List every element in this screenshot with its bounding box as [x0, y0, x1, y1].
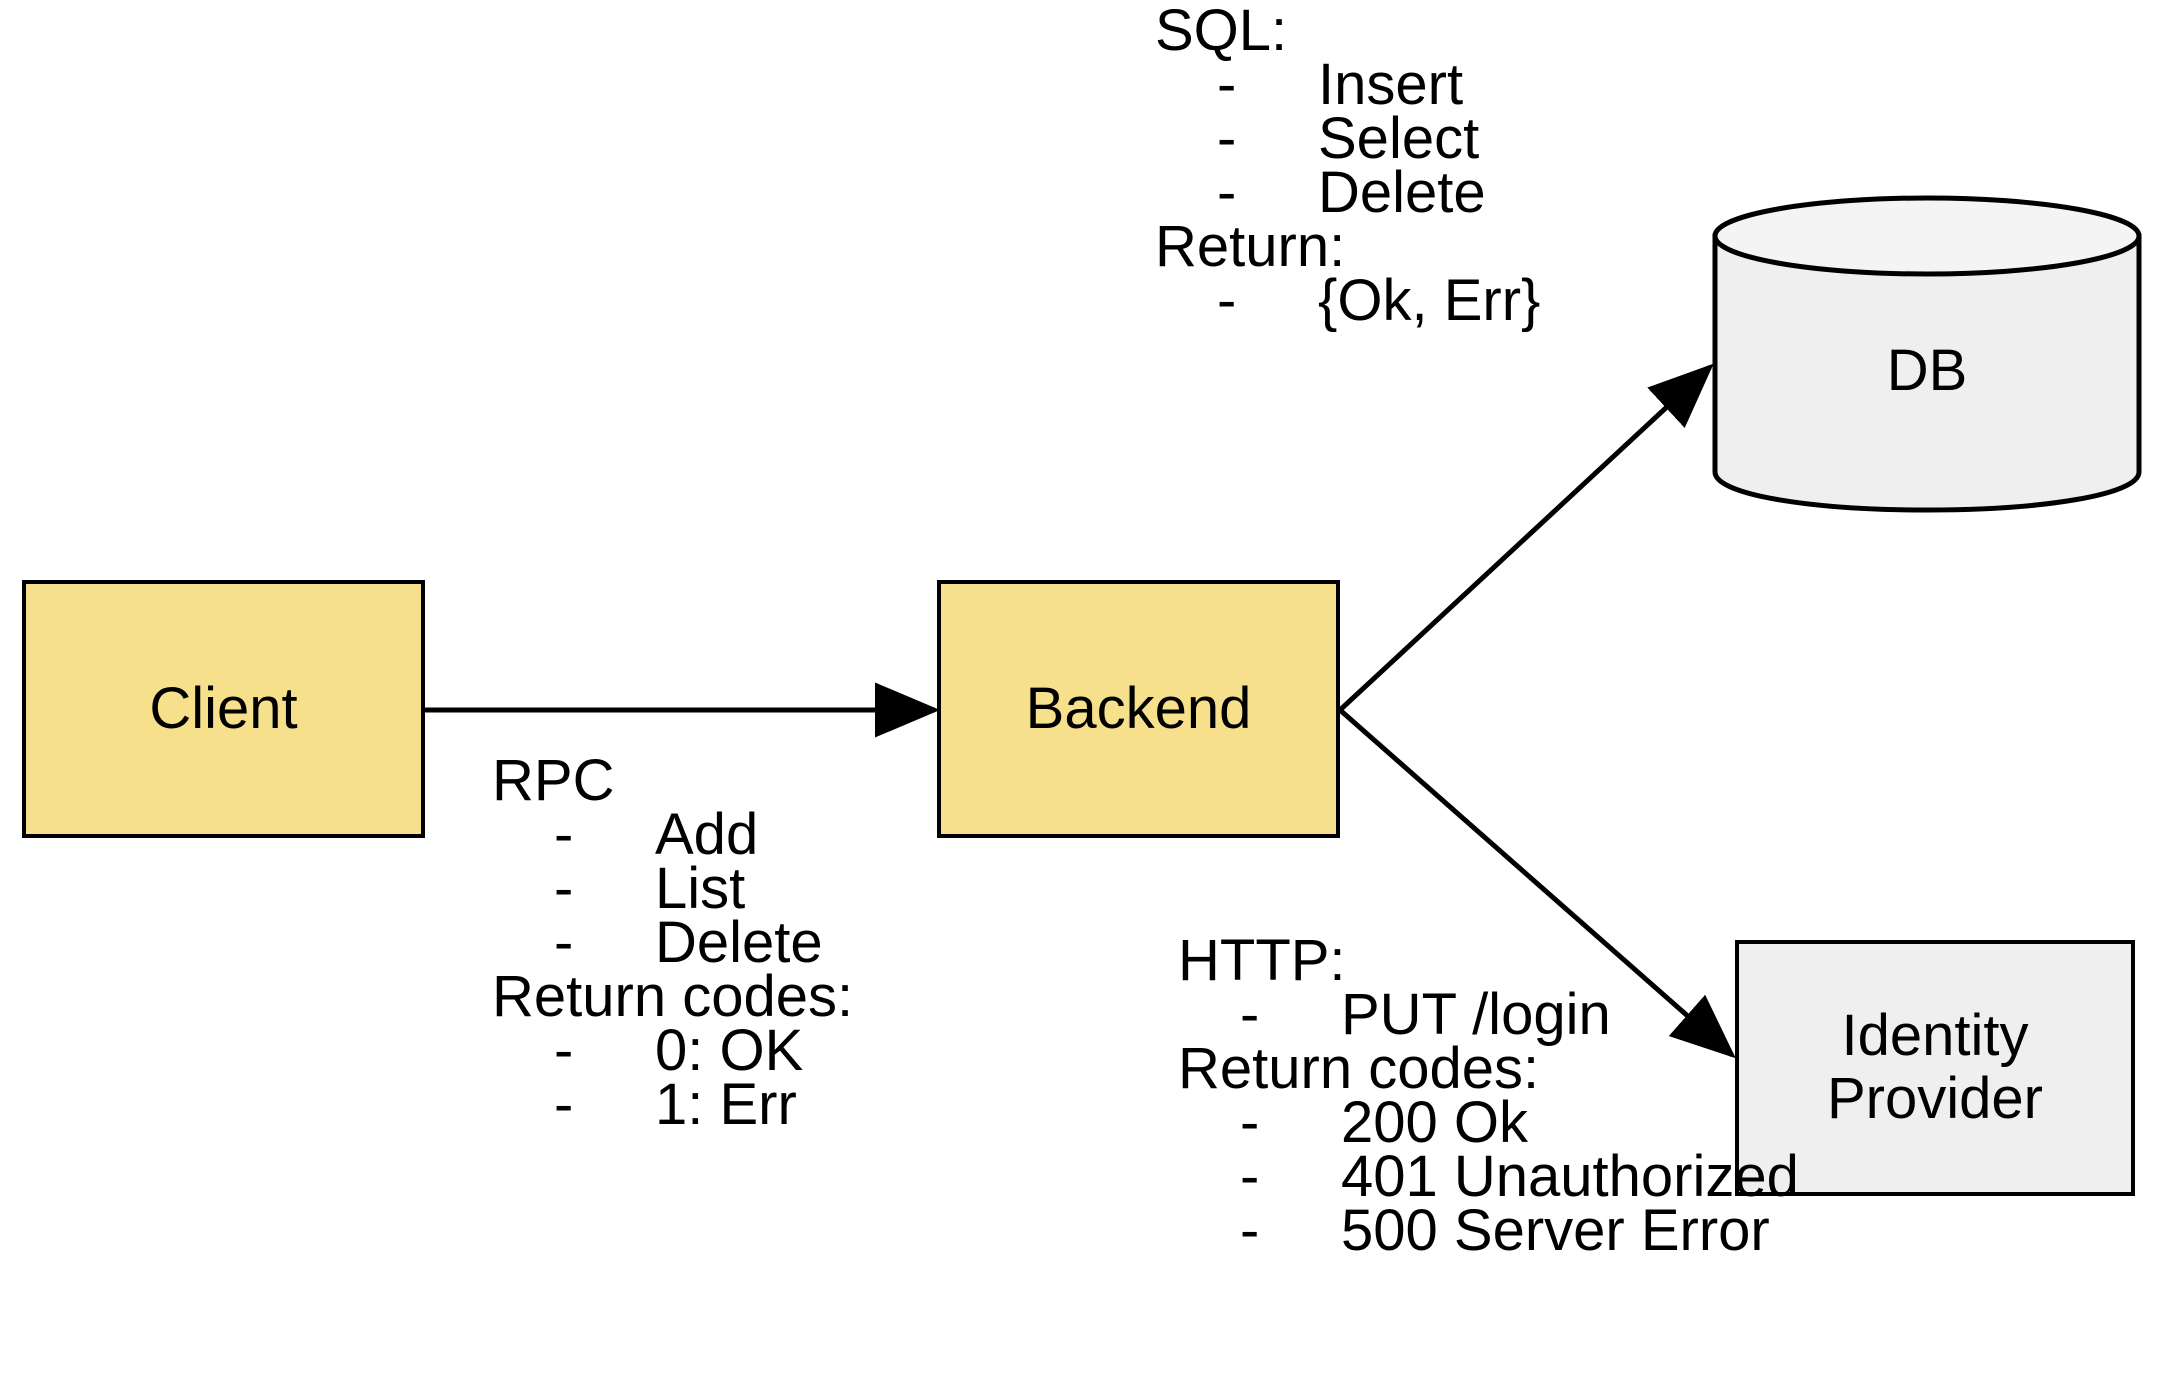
node-client[interactable]: Client — [22, 580, 425, 838]
annotation-http-subitem: - 401 Unauthorized — [1178, 1148, 1799, 1206]
annotation-sql-item-text: Delete — [1318, 160, 1486, 225]
node-db-label-wrap: DB — [1712, 195, 2142, 513]
annotation-http-item-text: PUT /login — [1341, 982, 1611, 1047]
bullet-dash: - — [1240, 982, 1260, 1047]
annotation-sql: SQL: - Insert - Select - Delete Return: … — [1155, 0, 1540, 330]
bullet-dash: - — [1217, 268, 1237, 333]
annotation-sql-heading: SQL: — [1155, 0, 1288, 63]
bullet-dash: - — [1217, 52, 1237, 117]
annotation-rpc-heading: RPC — [492, 748, 615, 813]
annotation-rpc: RPC - Add - List - Delete Return codes: … — [492, 748, 854, 1134]
annotation-rpc-item-text: List — [655, 856, 746, 921]
annotation-http: HTTP: - PUT /login Return codes: - 200 O… — [1178, 928, 1799, 1260]
annotation-rpc-subitem: - 0: OK — [492, 1022, 853, 1080]
annotation-sql-item: - Insert — [1155, 56, 1463, 114]
node-identity-provider-label-line2: Provider — [1827, 1066, 2043, 1131]
annotation-sql-subitem: - {Ok, Err} — [1155, 272, 1540, 330]
annotation-http-subitem: - 500 Server Error — [1178, 1202, 1770, 1260]
annotation-sql-item-text: Insert — [1318, 52, 1464, 117]
annotation-rpc-subheading: Return codes: — [492, 964, 854, 1029]
bullet-dash: - — [554, 856, 574, 921]
bullet-dash: - — [554, 1072, 574, 1137]
annotation-http-subitem: - 200 Ok — [1178, 1094, 1539, 1152]
node-db-label: DB — [1886, 337, 1968, 403]
node-identity-provider-label-wrap: Identity Provider — [1827, 1005, 2043, 1130]
annotation-rpc-item-text: Delete — [655, 910, 823, 975]
annotation-http-subitem-text: 200 Ok — [1341, 1090, 1528, 1155]
node-backend[interactable]: Backend — [937, 580, 1340, 838]
bullet-dash: - — [554, 802, 574, 867]
node-backend-label: Backend — [1025, 675, 1252, 741]
bullet-dash: - — [1217, 160, 1237, 225]
annotation-http-item: - PUT /login — [1178, 986, 1611, 1044]
annotation-sql-subheading: Return: — [1155, 214, 1346, 279]
annotation-sql-subitem-text: {Ok, Err} — [1318, 268, 1541, 333]
node-identity-provider[interactable]: Identity Provider — [1735, 940, 2135, 1196]
annotation-http-subitem-text: 401 Unauthorized — [1341, 1144, 1799, 1209]
bullet-dash: - — [1217, 106, 1237, 171]
annotation-sql-item: - Delete — [1155, 164, 1486, 222]
node-client-label: Client — [149, 675, 298, 741]
annotation-http-subheading: Return codes: — [1178, 1036, 1540, 1101]
bullet-dash: - — [554, 910, 574, 975]
node-db[interactable]: DB — [1712, 195, 2142, 513]
annotation-sql-item: - Select — [1155, 110, 1479, 168]
annotation-rpc-item: - Add — [492, 806, 853, 864]
annotation-rpc-item: - List — [492, 860, 853, 918]
bullet-dash: - — [1240, 1198, 1260, 1263]
annotation-rpc-item-text: Add — [655, 802, 759, 867]
annotation-http-subitem-text: 500 Server Error — [1341, 1198, 1770, 1263]
bullet-dash: - — [554, 1018, 574, 1083]
node-identity-provider-label-line1: Identity — [1841, 1003, 2029, 1069]
annotation-sql-item-text: Select — [1318, 106, 1480, 171]
database-cylinder-icon — [1712, 195, 2142, 513]
edge-backend-to-db — [1338, 363, 1714, 712]
annotation-rpc-subitem-text: 1: Err — [655, 1072, 797, 1137]
bullet-dash: - — [1240, 1144, 1260, 1209]
annotation-rpc-subitem: - 1: Err — [492, 1076, 853, 1134]
annotation-http-heading: HTTP: — [1178, 928, 1346, 993]
bullet-dash: - — [1240, 1090, 1260, 1155]
annotation-rpc-item: - Delete — [492, 914, 853, 972]
annotation-rpc-subitem-text: 0: OK — [655, 1018, 804, 1083]
